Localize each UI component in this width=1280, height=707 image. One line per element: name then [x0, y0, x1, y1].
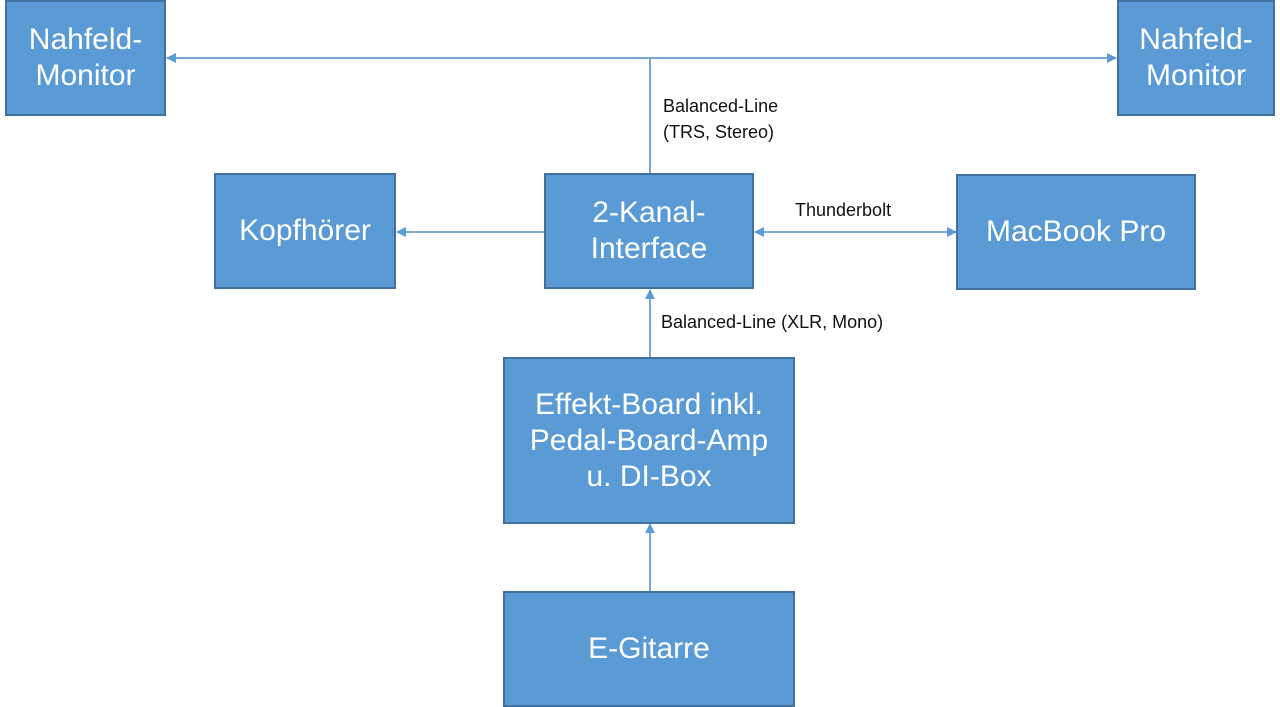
edge-label-xlr: Balanced-Line (XLR, Mono) — [661, 312, 884, 332]
edge-label-monitors: Balanced-Line (TRS, Stereo) — [663, 96, 779, 143]
node-interface[interactable]: 2-Kanal- Interface — [544, 173, 754, 289]
node-effects[interactable]: Effekt-Board inkl. Pedal-Board-Amp u. DI… — [503, 357, 795, 524]
node-headphones[interactable]: Kopfhörer — [214, 173, 396, 289]
edge-label-thunderbolt: Thunderbolt — [795, 200, 892, 220]
node-guitar[interactable]: E-Gitarre — [503, 591, 795, 707]
node-macbook[interactable]: MacBook Pro — [956, 174, 1196, 290]
node-monitor-left[interactable]: Nahfeld- Monitor — [5, 0, 166, 116]
node-monitor-right[interactable]: Nahfeld- Monitor — [1117, 0, 1275, 116]
